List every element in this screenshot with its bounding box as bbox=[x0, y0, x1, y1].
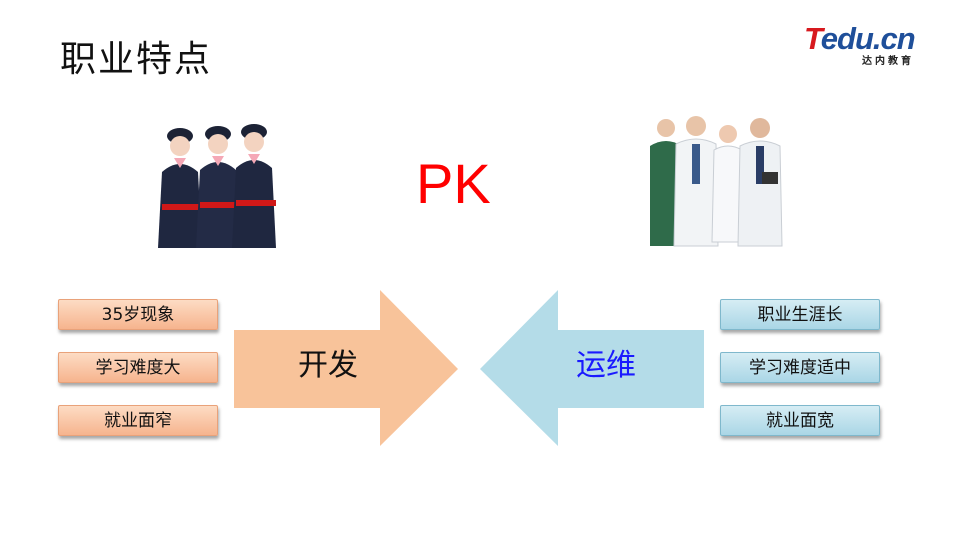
right-arrow-label: 运维 bbox=[576, 348, 636, 383]
left-item-3: 就业面窄 bbox=[58, 405, 218, 436]
right-arrow bbox=[480, 290, 704, 446]
flight-attendants-photo bbox=[148, 112, 284, 248]
right-item-3: 就业面宽 bbox=[720, 405, 880, 436]
left-arrow-label: 开发 bbox=[298, 348, 358, 383]
left-arrow bbox=[234, 290, 458, 446]
medical-staff-photo bbox=[644, 112, 788, 248]
tedu-logo: Tedu.cn 达内教育 bbox=[800, 20, 940, 68]
right-item-2: 学习难度适中 bbox=[720, 352, 880, 383]
page-title: 职业特点 bbox=[60, 39, 213, 80]
logo-subtitle: 达内教育 bbox=[862, 56, 914, 67]
right-item-1: 职业生涯长 bbox=[720, 299, 880, 330]
left-item-1: 35岁现象 bbox=[58, 299, 218, 330]
pk-label: PK bbox=[416, 152, 491, 215]
left-item-2: 学习难度大 bbox=[58, 352, 218, 383]
logo-brand: Tedu.cn bbox=[804, 21, 916, 56]
